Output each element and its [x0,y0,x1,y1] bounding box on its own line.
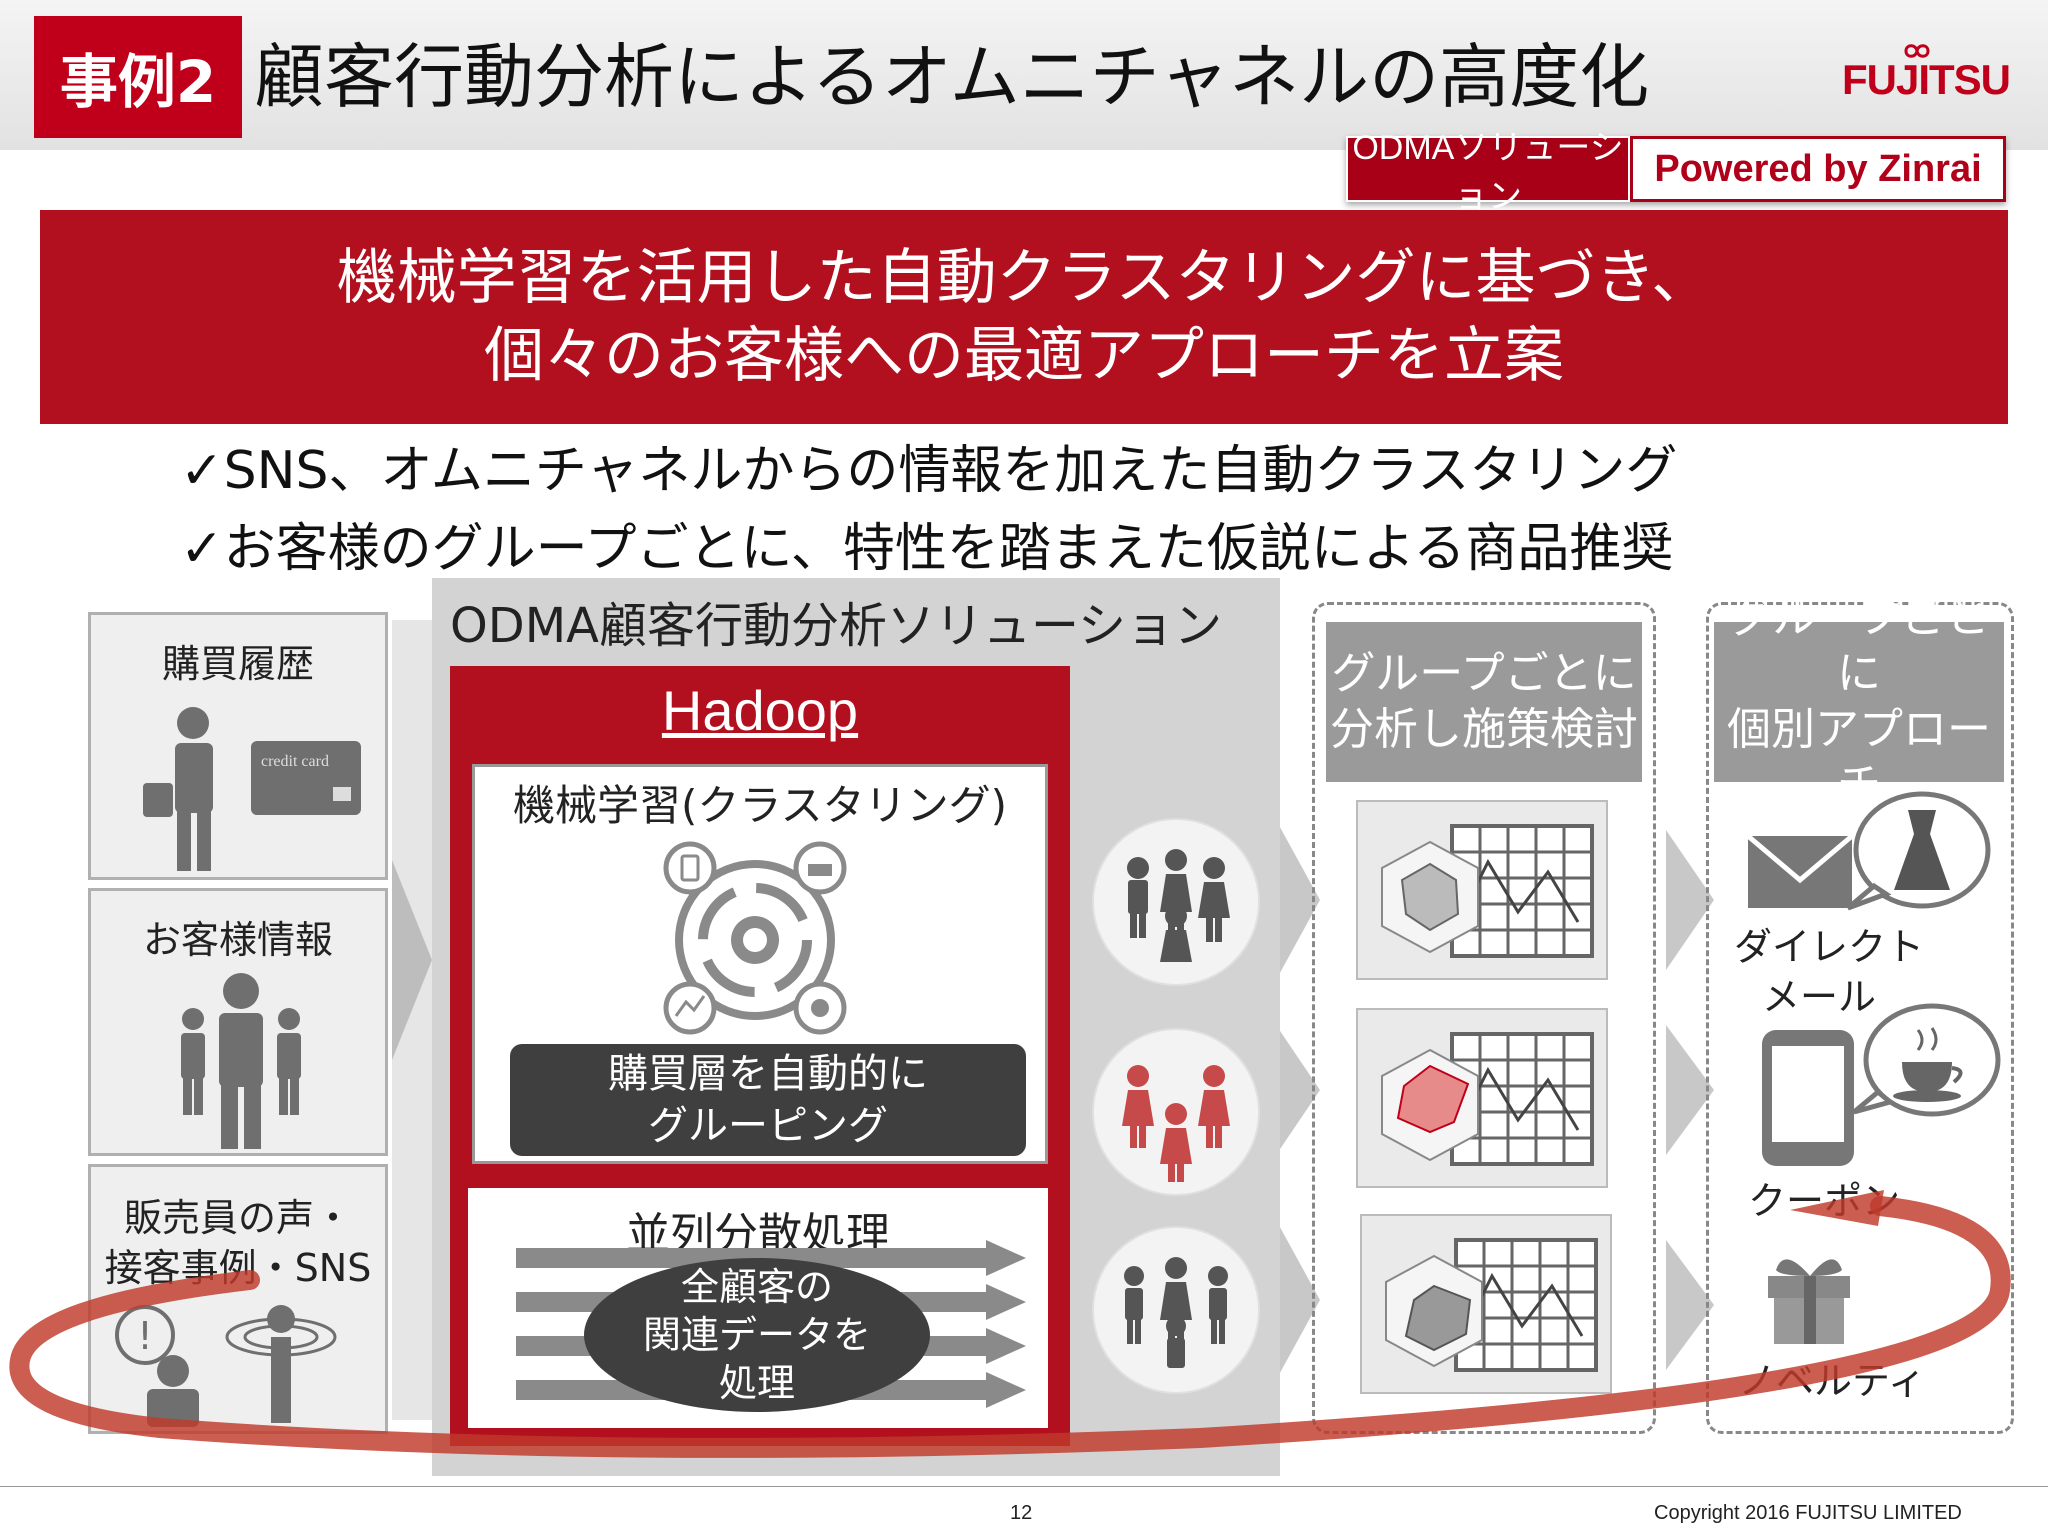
analysis-chart-card [1360,1214,1612,1394]
analysis-chart-card [1356,1008,1608,1188]
odma-solution-label: ODMAソリューション [1346,129,1630,216]
arrow-to-approach-1 [1666,830,1714,970]
bullet-point: ✓SNS、オムニチャネルからの情報を加えた自動クラスタリング [180,441,1678,501]
cluster-circle [1092,1226,1260,1394]
auto-grouping-line-2: グルーピング [648,1103,888,1149]
machine-learning-label: 機械学習(クラスタリング) [513,781,1007,830]
bullet-point: ✓お客様のグループごとに、特性を踏まえた仮説による商品推奨 [180,519,1674,579]
analysis-chart-card [1356,800,1608,980]
direct-mail-label-2: メール [1762,975,1877,1019]
radar-and-line-chart-icon [1385,1238,1598,1372]
analysis-head-line-1: グループごとに [1331,648,1637,699]
input-arrow-head [392,860,432,1060]
arrow-to-approach-2 [1666,1025,1714,1155]
title-bar [0,0,2048,150]
people-group-icon [1124,1257,1228,1368]
hadoop-label: Hadoop [661,679,859,742]
headline-line-2: 個々のお客様への最適アプローチを立案 [484,321,1564,391]
odma-solution-title: ODMA顧客行動分析ソリューション [450,598,1223,654]
approach-column-header: グループごとに 個別アプローチ [1714,592,2004,811]
arrow-to-analysis-3 [1276,1220,1320,1380]
direct-mail-label-1: ダイレクト [1734,925,1925,969]
analysis-column [1312,602,1656,1434]
analysis-column-header: グループごとに 分析し施策検討 [1326,622,1642,782]
customer-info-panel: お客様情報 [88,888,388,1156]
credit-card-icon: credit card [251,741,361,815]
all-data-line-1: 全顧客の [680,1265,833,1309]
fujitsu-infinity-icon [1904,44,1930,58]
credit-card-text: credit card [261,753,329,770]
radar-and-line-chart-icon [1381,824,1594,958]
powered-by-badge: ODMAソリューション Powered by Zinrai [1346,129,2006,216]
purchase-history-panel: 購買履歴 credit card [88,612,388,880]
case-badge: 事例2 [34,16,242,138]
page-number: 12 [1010,1502,1033,1524]
card-chip [333,787,351,801]
feedback-loop-arrow [9,1190,2011,1458]
purchase-history-label: 購買履歴 [161,642,314,686]
staff-and-customer-icon: ! [115,1305,337,1427]
novelty-gift-icon [1768,1259,1850,1344]
customer-info-label: お客様情報 [142,918,333,962]
analysis-head-line-2: 分析し施策検討 [1330,704,1638,755]
approach-column [1706,602,2014,1434]
all-customer-data-ellipse: 全顧客の 関連データを 処理 [584,1258,930,1412]
customer-group-icon [181,973,301,1149]
page-title: 顧客行動分析によるオムニチャネルの高度化 [254,36,1650,118]
input-arrow-band [392,620,442,1420]
arrow-to-approach-3 [1666,1240,1714,1370]
people-group-red-icon [1122,1065,1230,1182]
auto-grouping-box: 購買層を自動的に グルーピング [510,1044,1026,1156]
footer-divider [0,1486,2048,1487]
coupon-smartphone-icon [1762,1003,2001,1166]
fujitsu-logo: FUJITSU [1842,56,2011,103]
cluster-circle [1092,1028,1260,1196]
arrow-to-analysis-1 [1276,820,1320,980]
cluster-circle [1092,818,1260,986]
approach-head-line-1: グループごとに [1728,592,1990,699]
clustering-icon [663,841,847,1035]
shopper-icon [143,707,213,871]
all-data-line-2: 関連データを [642,1313,871,1357]
svg-text:!: ! [137,1314,152,1358]
people-group-icon [1127,849,1230,962]
direct-mail-icon [1746,791,1991,911]
headline-banner: 機械学習を活用した自動クラスタリングに基づき、 個々のお客様への最適アプローチを… [40,210,2008,424]
copyright-notice: Copyright 2016 FUJITSU LIMITED [1654,1502,1962,1524]
flow-diagram-background [392,620,1714,1420]
staff-voice-label-1: 販売員の声・ [123,1196,352,1240]
headline-line-1: 機械学習を活用した自動クラスタリングに基づき、 [336,243,1712,313]
auto-grouping-line-1: 購買層を自動的に [608,1051,928,1097]
powered-by-zinrai-label: Powered by Zinrai [1630,136,2006,202]
arrow-to-analysis-2 [1276,1025,1320,1155]
all-data-line-3: 処理 [718,1361,795,1405]
approach-head-line-2: 個別アプローチ [1727,704,1991,811]
radar-and-line-chart-red-icon [1381,1032,1594,1166]
